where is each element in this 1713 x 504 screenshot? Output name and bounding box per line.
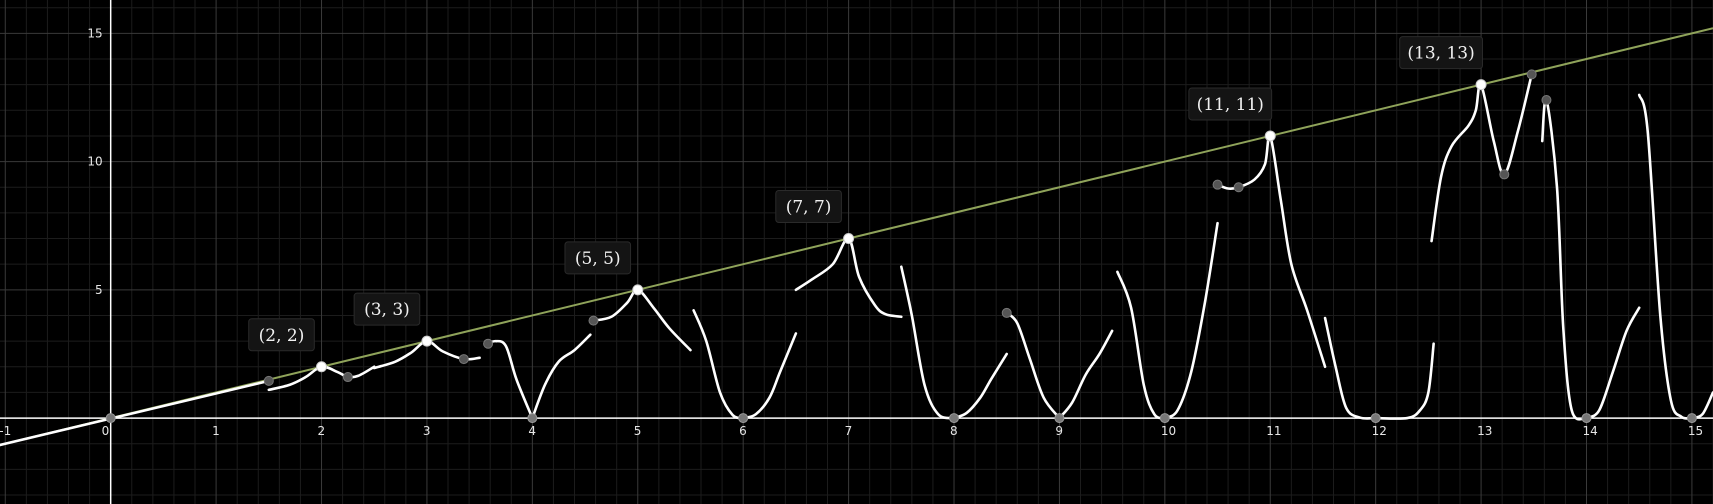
- curve-segment: [1585, 306, 1641, 420]
- y-tick-label: 15: [87, 26, 102, 40]
- endpoint-marker: [1526, 69, 1537, 80]
- curve-segment: [0, 379, 271, 447]
- x-tick-label: 13: [1477, 424, 1492, 438]
- curve-segment: [1430, 73, 1533, 243]
- intersection-point[interactable]: [421, 335, 433, 347]
- endpoint-marker: [1212, 179, 1223, 190]
- x-tick-label: 0: [102, 424, 110, 438]
- x-tick-label: 6: [739, 424, 747, 438]
- x-tick-label: 8: [950, 424, 958, 438]
- zero-point: [1054, 413, 1065, 424]
- endpoint-marker: [588, 315, 599, 326]
- intersection-point[interactable]: [843, 233, 855, 245]
- x-tick-label: 15: [1688, 424, 1703, 438]
- curve-segment: [531, 333, 592, 420]
- point-label: (2, 2): [259, 326, 305, 346]
- zero-point: [105, 413, 116, 424]
- point-label-box: [248, 318, 315, 352]
- x-tick-label: 11: [1266, 424, 1281, 438]
- intersection-point[interactable]: [1475, 79, 1487, 91]
- zero-point: [1581, 413, 1592, 424]
- curve-segment: [267, 365, 376, 392]
- intersection-point[interactable]: [632, 284, 644, 296]
- zero-point: [949, 413, 960, 424]
- x-tick-label: 9: [1055, 424, 1063, 438]
- zero-point: [1686, 413, 1697, 424]
- point-label-box: [1188, 87, 1273, 121]
- points-layer: [105, 69, 1697, 424]
- curve-segment: [1323, 316, 1377, 420]
- identity-line: [0, 27, 1713, 446]
- point-label: (11, 11): [1197, 95, 1264, 115]
- point-label-box: [775, 190, 842, 224]
- point-labels: (2, 2) (3, 3) (5, 5) (7, 7) (11, 11) (13, 13): [248, 36, 1483, 352]
- x-tick-label: 14: [1583, 424, 1598, 438]
- curve-segment: [900, 265, 956, 420]
- intersection-point[interactable]: [1264, 130, 1276, 142]
- zero-point: [527, 413, 538, 424]
- curve-segment: [1163, 221, 1219, 420]
- x-tick-label: 3: [423, 424, 431, 438]
- point-label-box: [564, 241, 632, 275]
- point-label: (13, 13): [1407, 44, 1474, 64]
- zero-point: [738, 413, 749, 424]
- endpoint-marker: [1001, 307, 1012, 318]
- endpoint-marker: [1233, 182, 1244, 193]
- curve-segment: [1058, 329, 1114, 420]
- intersection-point[interactable]: [316, 361, 328, 373]
- endpoint-marker: [1541, 95, 1552, 106]
- endpoint-marker: [458, 354, 469, 365]
- x-tick-label: 5: [634, 424, 642, 438]
- zero-point: [1370, 413, 1381, 424]
- x-tick-label: 2: [318, 424, 326, 438]
- curve-segment: [1005, 311, 1061, 420]
- curve-segment: [692, 309, 745, 420]
- curve-segment: [1637, 93, 1694, 420]
- point-label: (5, 5): [575, 249, 621, 269]
- point-label: (7, 7): [786, 198, 832, 218]
- curve-segment: [1116, 270, 1167, 420]
- curve-segment: [741, 332, 798, 420]
- point-label-box: [1399, 36, 1483, 70]
- x-tick-label: 12: [1372, 424, 1387, 438]
- point-label-box: [353, 292, 421, 326]
- endpoint-marker: [1499, 169, 1510, 180]
- endpoint-marker: [342, 372, 353, 383]
- y-tick-label: 10: [87, 155, 102, 169]
- x-tick-label: 10: [1161, 424, 1176, 438]
- endpoint-marker: [263, 375, 274, 386]
- y-tick-label: 5: [95, 283, 103, 297]
- curve-segment: [1374, 342, 1435, 420]
- x-tick-label: 1: [212, 424, 220, 438]
- curve-segment: [794, 237, 903, 319]
- endpoint-marker: [483, 338, 494, 349]
- zero-point: [1159, 413, 1170, 424]
- x-tick-label: 4: [528, 424, 536, 438]
- curve-segment: [952, 352, 1009, 420]
- x-tick-label: 7: [845, 424, 853, 438]
- x-tick-label: -1: [0, 424, 11, 438]
- point-label: (3, 3): [364, 300, 410, 320]
